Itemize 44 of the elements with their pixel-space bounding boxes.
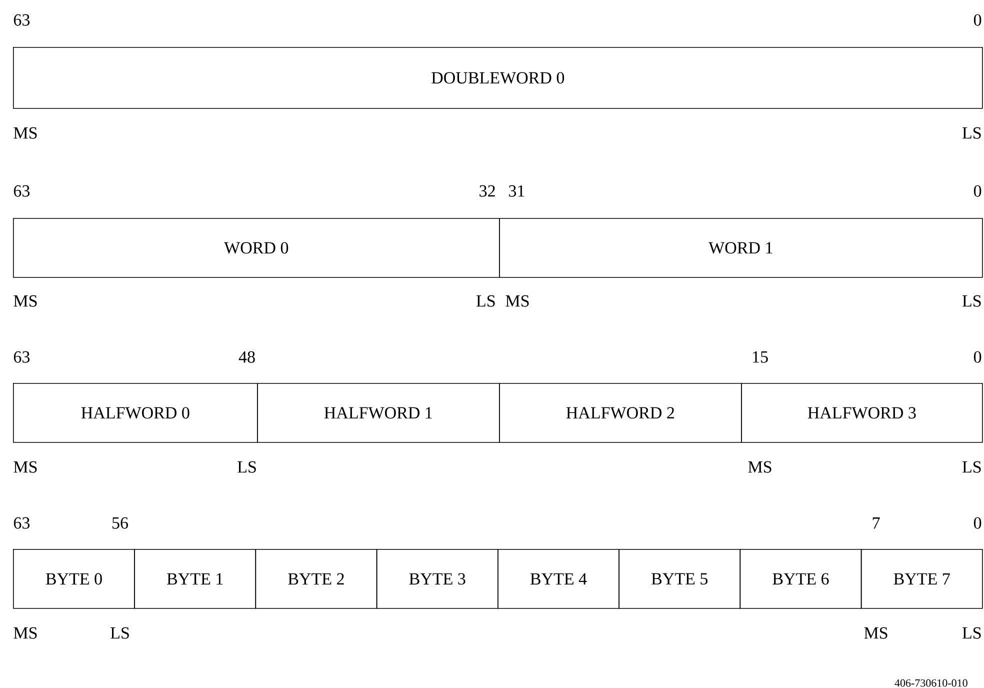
field-box: HALFWORD 2 (499, 383, 742, 443)
field-box: DOUBLEWORD 0 (13, 47, 983, 109)
significance-label: MS (14, 127, 37, 139)
bit-number: 15 (753, 351, 768, 363)
significance-label: MS (864, 627, 888, 639)
bit-number: 56 (112, 517, 128, 529)
significance-label: LS (476, 295, 495, 307)
bit-number: 32 (480, 185, 495, 197)
significance-label: LS (962, 461, 981, 473)
bit-number: 63 (14, 185, 30, 197)
significance-label: LS (962, 295, 981, 307)
significance-label: LS (238, 461, 256, 473)
bit-number: 31 (509, 185, 524, 197)
field-box: WORD 0 (13, 218, 500, 278)
bit-number: 48 (238, 351, 255, 363)
field-box: BYTE 7 (860, 549, 983, 609)
field-box: BYTE 1 (134, 549, 256, 609)
bit-number: 0 (974, 14, 982, 26)
field-box: BYTE 4 (498, 549, 620, 609)
significance-label: MS (748, 461, 772, 473)
field-box: BYTE 6 (740, 549, 862, 609)
field-box: HALFWORD 3 (741, 383, 983, 443)
field-box: BYTE 5 (618, 549, 741, 609)
bit-number: 0 (974, 185, 982, 197)
bit-number: 63 (14, 517, 30, 529)
significance-label: LS (962, 127, 981, 139)
significance-label: LS (962, 627, 981, 639)
field-box: WORD 1 (499, 218, 983, 278)
field-box: HALFWORD 1 (257, 383, 500, 443)
bit-number: 63 (14, 351, 30, 363)
field-box: BYTE 2 (255, 549, 378, 609)
bit-number: 0 (974, 351, 982, 363)
field-box: HALFWORD 0 (13, 383, 258, 443)
significance-label: MS (506, 295, 529, 307)
bit-number: 7 (872, 517, 880, 529)
figure-number: 406-730610-010 (894, 679, 968, 687)
significance-label: MS (14, 295, 37, 307)
bit-number: 0 (974, 517, 982, 529)
bit-number: 63 (14, 14, 30, 26)
field-box: BYTE 3 (376, 549, 498, 609)
significance-label: LS (110, 627, 129, 639)
field-box: BYTE 0 (13, 549, 135, 609)
significance-label: MS (14, 627, 37, 639)
significance-label: MS (14, 461, 37, 473)
